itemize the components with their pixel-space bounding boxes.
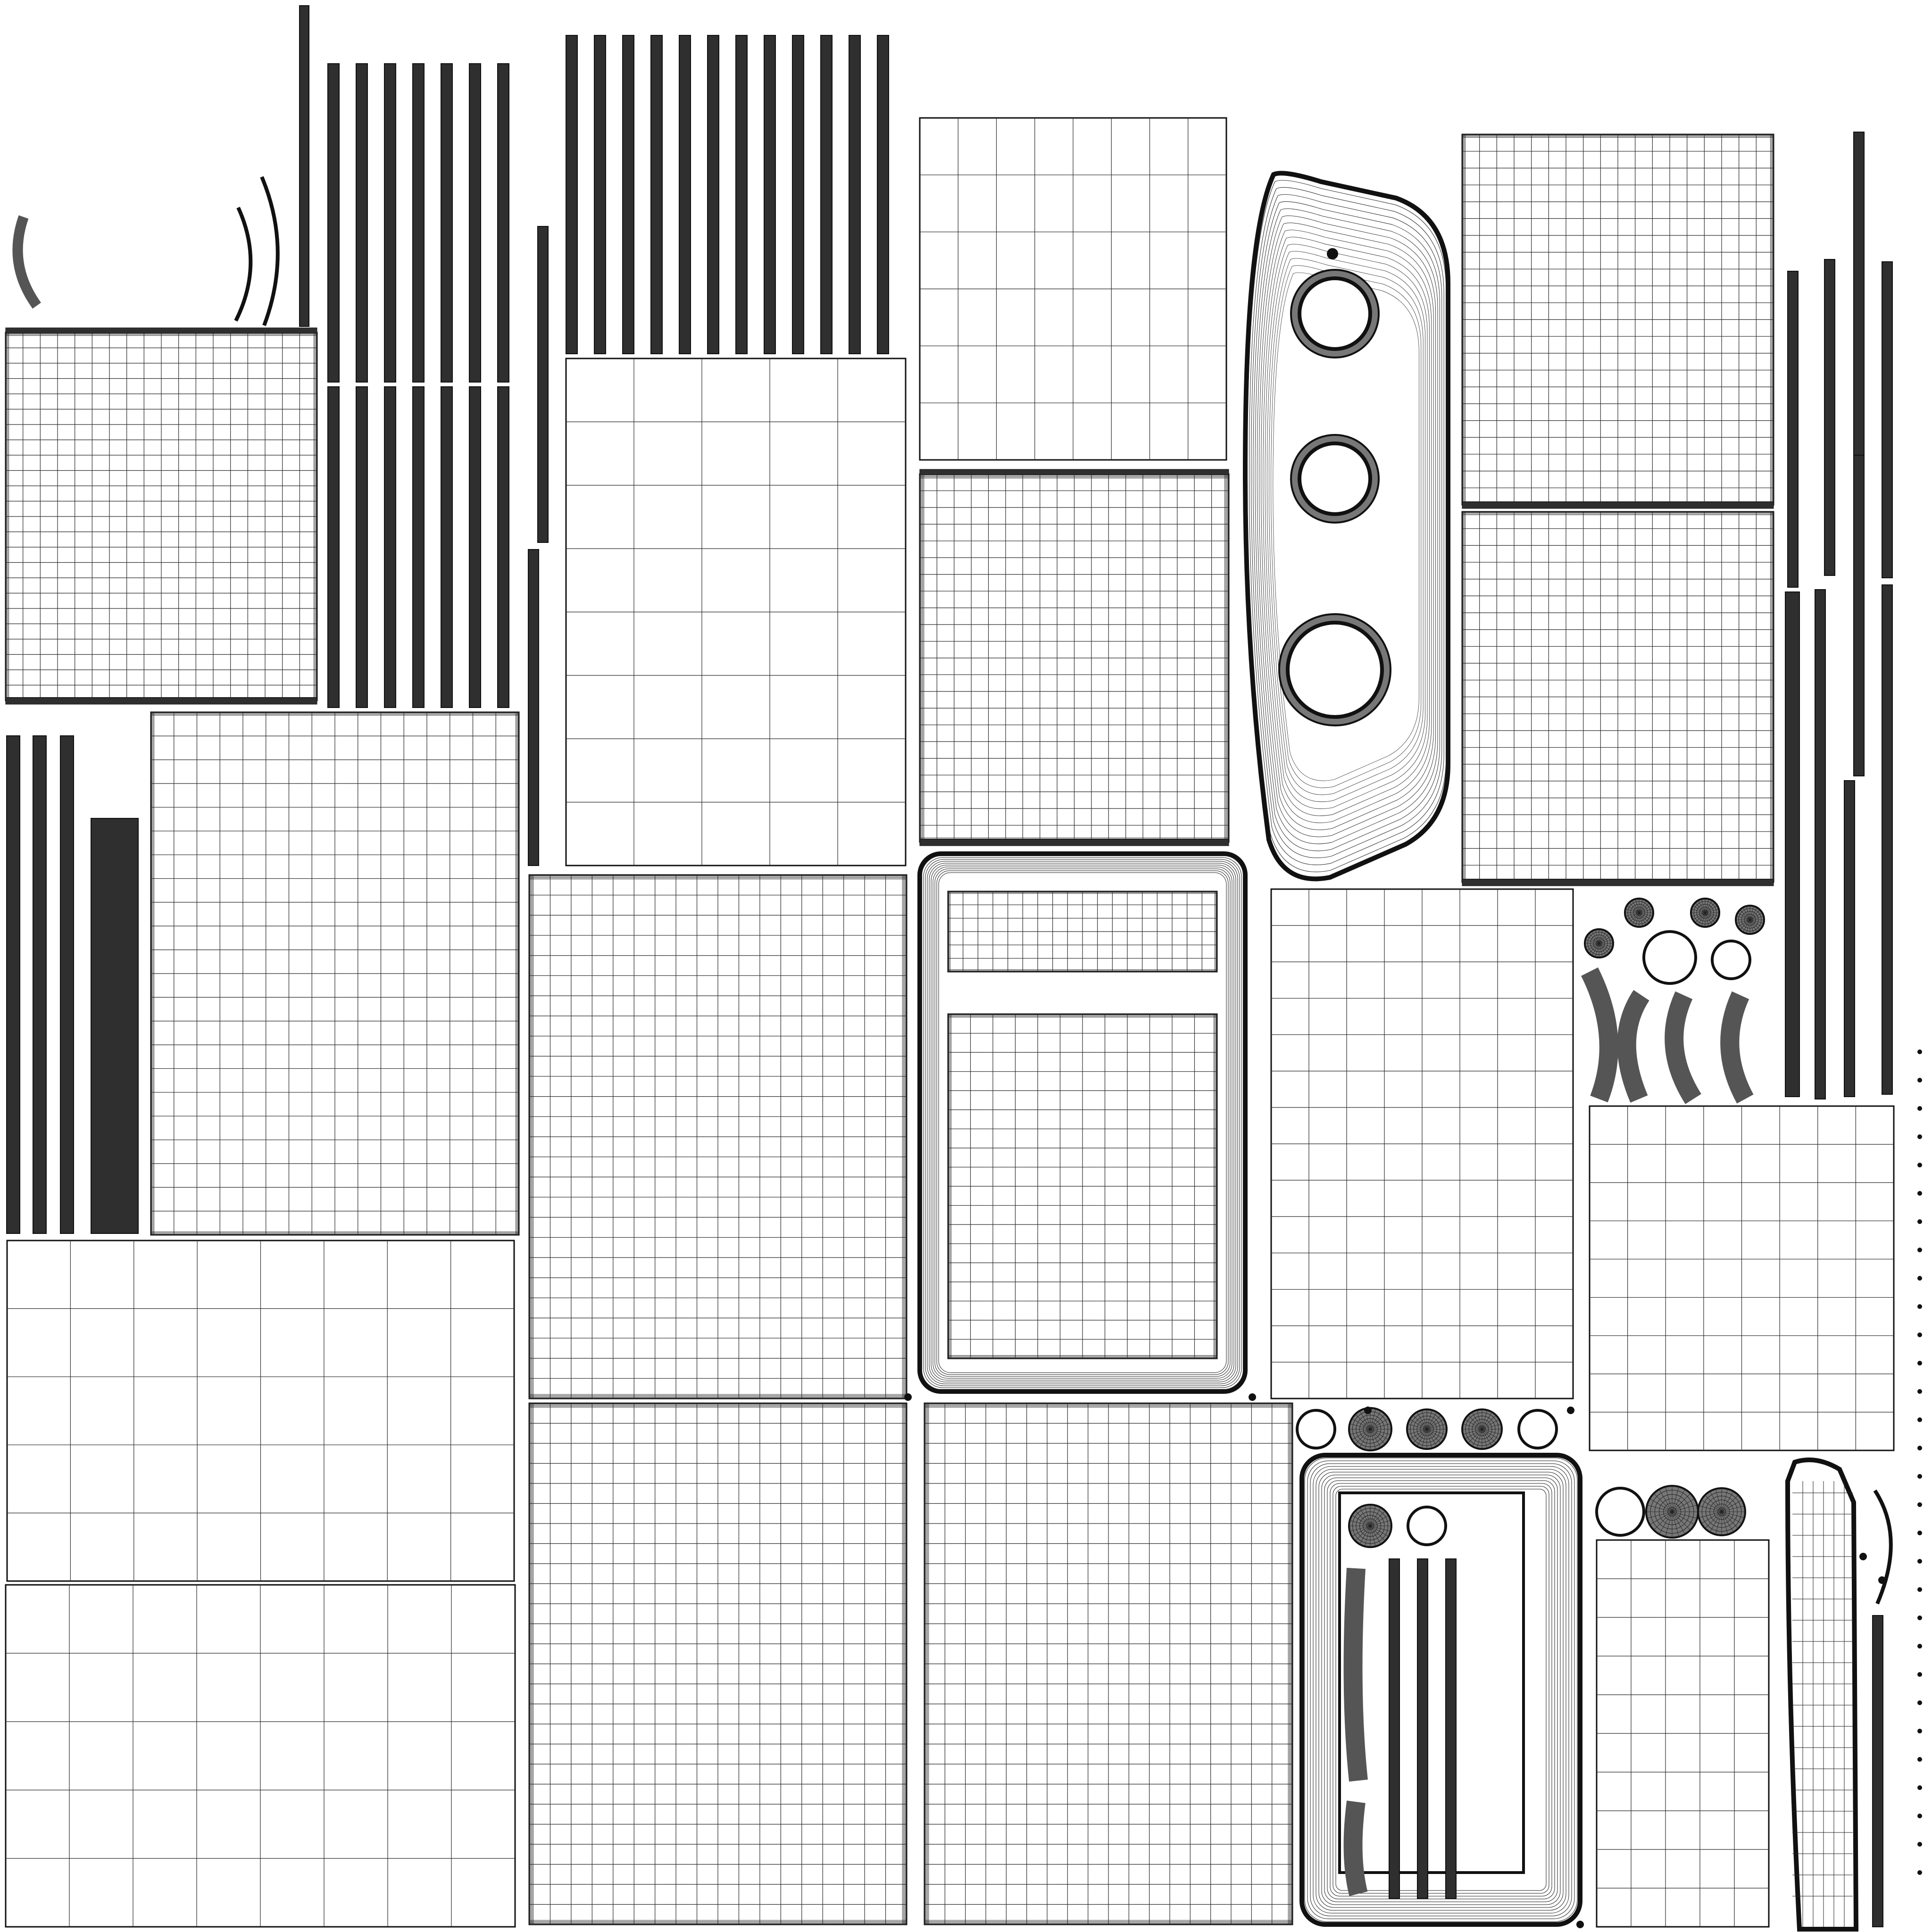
uv-strip-a-bottom-5 [441, 386, 453, 708]
uv-panel-right-middle [1461, 511, 1774, 886]
uv-strip-a-bottom-2 [356, 386, 368, 708]
uv-arc-1 [234, 207, 253, 322]
uv-strip-b-3 [622, 35, 634, 354]
uv-panel-center-3 [924, 1402, 1293, 1925]
uv-dot-2 [1249, 1393, 1256, 1401]
uv-dot-6 [1878, 1576, 1886, 1584]
uv-frame-top-window [947, 891, 1218, 973]
uv-strip-a-top-2 [356, 63, 368, 383]
uv-strip-right-4 [1882, 261, 1893, 578]
uv-console-strip-3 [1445, 1558, 1457, 1899]
uv-dash-hole-3 [1286, 621, 1384, 719]
uv-panel-top-left [5, 327, 318, 705]
uv-strip-b-5 [679, 35, 691, 354]
uv-strip-a-top-4 [412, 63, 425, 383]
uv-strip-b-10 [820, 35, 833, 354]
uv-ring-3 [1296, 1409, 1336, 1449]
uv-curved-strip-1 [1581, 967, 1618, 1103]
uv-frame-main-window [947, 1013, 1218, 1359]
uv-dash-hole-2 [1298, 441, 1372, 516]
uv-panel-mid-upper [919, 117, 1227, 461]
uv-strip-a-top-6 [469, 63, 481, 383]
uv-strip-a-side [537, 226, 549, 543]
uv-console-curve-2 [1343, 1800, 1368, 1896]
uv-panel-right-bottom [1596, 1539, 1770, 1928]
uv-strip-right-9 [1882, 584, 1893, 1095]
uv-ring-2 [1711, 940, 1751, 980]
uv-ring-1 [1642, 930, 1697, 985]
uv-dot-7 [1576, 1921, 1584, 1928]
uv-panel-center-1 [528, 874, 908, 1399]
uv-strip-right-8 [1844, 780, 1855, 1097]
uv-side-piece [1785, 1457, 1859, 1932]
uv-dash-small-hole [1327, 248, 1338, 259]
uv-strip-a-bottom-6 [469, 386, 481, 708]
uv-strip-left-1 [6, 735, 20, 1234]
uv-ring-4 [1517, 1409, 1558, 1449]
uv-panel-center-2 [528, 1402, 908, 1925]
uv-strip-b-4 [650, 35, 663, 354]
uv-panel-left-lower-1 [6, 1240, 515, 1582]
uv-panel-left-lower-2 [5, 1584, 516, 1928]
uv-side-arc [1873, 1489, 1893, 1605]
uv-strip-right-7 [1815, 589, 1826, 1099]
uv-dot-5 [1859, 1553, 1867, 1560]
uv-panel-right-grid [1270, 888, 1574, 1399]
uv-strip-b-12 [877, 35, 889, 354]
uv-strip-right-2 [1787, 271, 1799, 588]
uv-console-window [1338, 1491, 1525, 1874]
uv-dot-3 [1364, 1407, 1372, 1414]
uv-curved-strip-4 [1720, 991, 1754, 1104]
uv-strip-left-3 [60, 735, 74, 1234]
uv-panel-mid-top [565, 358, 907, 866]
uv-console-strip-2 [1417, 1558, 1428, 1899]
uv-arc-small [12, 215, 41, 309]
uv-strip-b-11 [849, 35, 861, 354]
uv-panel-right-top [1461, 133, 1774, 509]
uv-strip-a-top-1 [327, 63, 340, 383]
uv-panel-left-middle [150, 711, 520, 1236]
uv-strip-left-2 [33, 735, 47, 1234]
uv-strip-a-bottom-3 [384, 386, 396, 708]
uv-strip-right-3 [1824, 259, 1835, 576]
uv-dot-1 [904, 1393, 912, 1401]
uv-strip-tall [299, 5, 309, 327]
uv-arc-2 [260, 176, 280, 326]
uv-strip-b-1 [566, 35, 578, 354]
uv-strip-b-7 [735, 35, 748, 354]
uv-strip-a-side-2 [528, 549, 539, 866]
uv-strip-b-9 [792, 35, 804, 354]
uv-curved-strip-3 [1665, 991, 1701, 1104]
uv-strip-a-bottom-7 [497, 386, 509, 708]
uv-strip-left-wide [91, 818, 139, 1234]
uv-curved-strip-2 [1617, 990, 1649, 1103]
uv-strip-a-bottom-4 [412, 386, 425, 708]
uv-console-curve-1 [1343, 1567, 1368, 1782]
uv-dash-hole-1 [1298, 276, 1372, 351]
uv-strip-a-top-3 [384, 63, 396, 383]
uv-ring-5 [1595, 1487, 1645, 1537]
uv-strip-right-5 [1853, 455, 1865, 776]
uv-side-strip [1872, 1615, 1883, 1927]
uv-strip-a-top-5 [441, 63, 453, 383]
uv-strip-right-6 [1785, 591, 1800, 1097]
uv-strip-b-6 [707, 35, 719, 354]
uv-strip-a-bottom-1 [327, 386, 340, 708]
uv-dot-4 [1567, 1407, 1574, 1414]
uv-strip-b-8 [764, 35, 776, 354]
uv-console-strip-1 [1389, 1558, 1400, 1899]
uv-panel-mid-dense [919, 469, 1230, 846]
uv-panel-right-lower [1589, 1105, 1895, 1451]
uv-console-ring [1407, 1506, 1447, 1546]
uv-strip-b-2 [594, 35, 606, 354]
uv-strip-a-top-7 [497, 63, 509, 383]
uv-strip-right-1 [1853, 132, 1865, 458]
